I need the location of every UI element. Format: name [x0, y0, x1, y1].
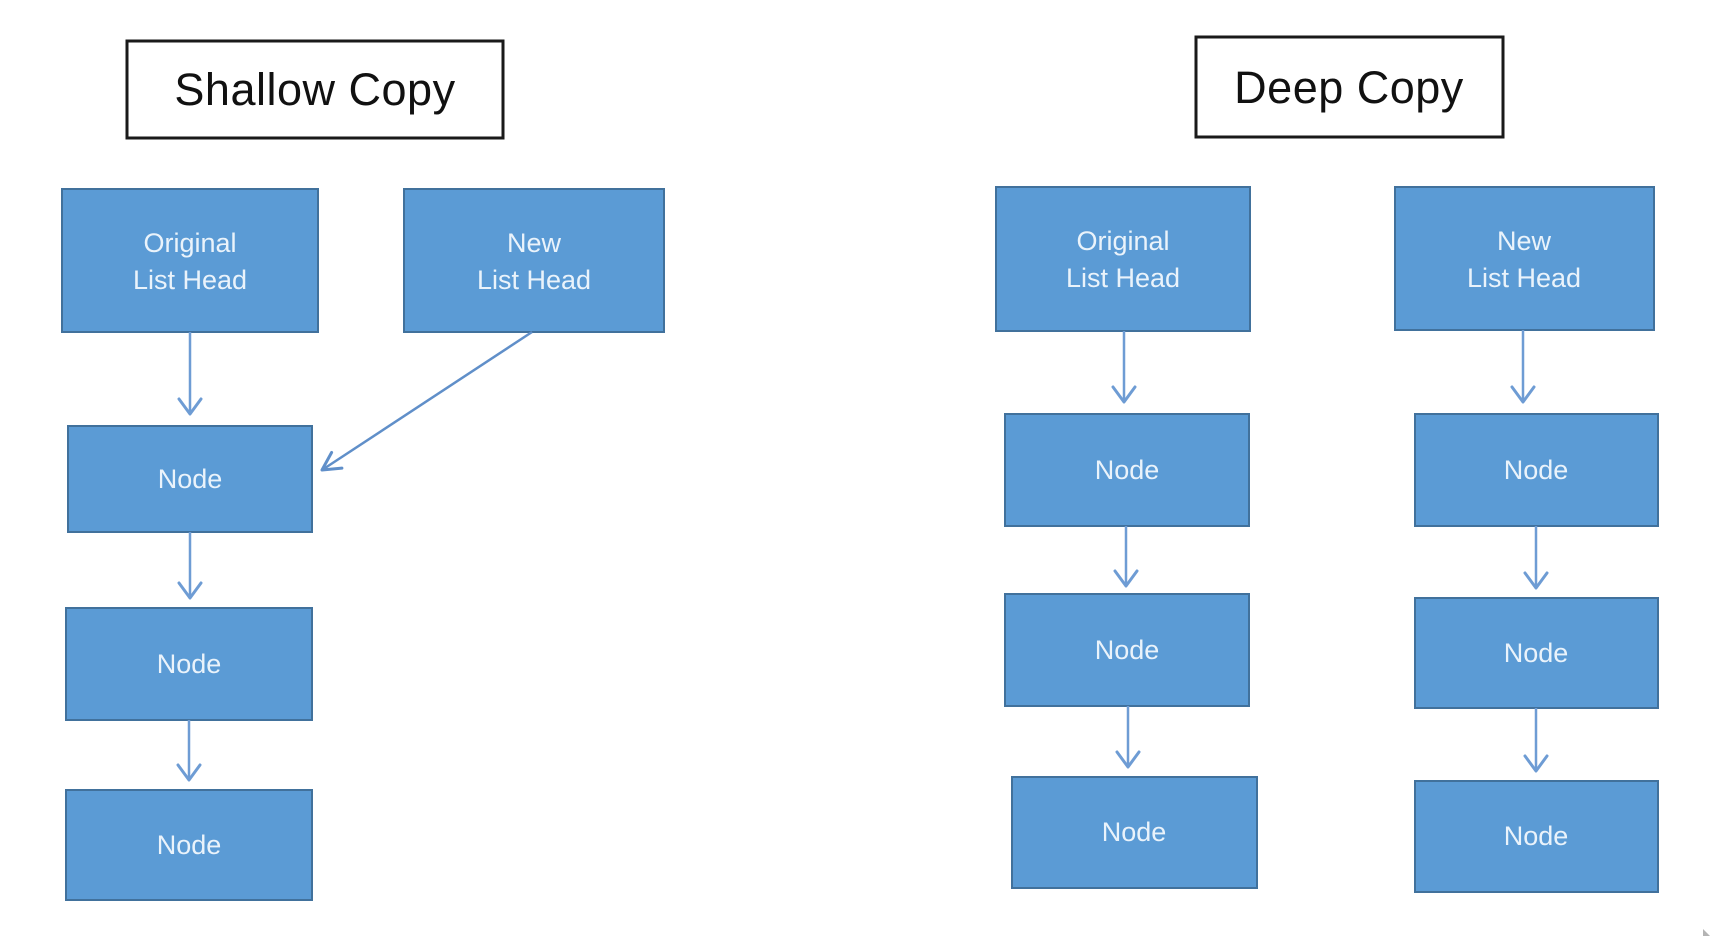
deep-new-node-3-label: Node [1504, 821, 1569, 851]
deep-new-node-2-box [1414, 597, 1659, 709]
down-arrow-icon [1113, 569, 1139, 588]
shallow-arrow-head-to-node1 [177, 332, 203, 416]
shallow-node-3-label: Node [157, 830, 222, 860]
shallow-node-1-box [67, 425, 313, 533]
shallow-new-list-head-label-line1: New [507, 228, 562, 258]
deep-new-arrow-head-to-node1 [1510, 330, 1536, 404]
corner-speck-artifact [1703, 929, 1710, 936]
shallow-original-list-head-box [61, 188, 319, 333]
shallow-copy-title-box [125, 39, 505, 140]
diagonal-arrow-icon [320, 451, 344, 472]
down-arrow-icon [176, 763, 202, 782]
deep-new-list-head-label-line2: List Head [1467, 263, 1581, 293]
deep-original-node-1-label: Node [1095, 455, 1160, 485]
shallow-new-list-head-label-line2: List Head [477, 265, 591, 295]
shallow-original-list-head-label-line1: Original [143, 228, 236, 258]
deep-new-node-3-box [1414, 780, 1659, 893]
shallow-node-1-label: Node [158, 464, 223, 494]
shallow-node-2-box [65, 607, 313, 721]
shallow-new-list-head-box [403, 188, 665, 333]
deep-copy-title: Deep Copy [1234, 62, 1464, 113]
deep-new-list-head-box [1394, 186, 1655, 331]
deep-original-node-2-box [1004, 593, 1250, 707]
down-arrow-icon [1523, 754, 1549, 773]
deep-original-arrow-head-to-node1 [1111, 331, 1137, 404]
down-arrow-icon [1111, 385, 1137, 404]
deep-new-node-2-label: Node [1504, 638, 1569, 668]
shallow-original-list-head-label-line2: List Head [133, 265, 247, 295]
shallow-copy-title: Shallow Copy [174, 64, 455, 115]
deep-new-node-1-label: Node [1504, 455, 1569, 485]
deep-original-list-head-box [995, 186, 1251, 332]
down-arrow-icon [1510, 385, 1536, 404]
shallow-node-3-box [65, 789, 313, 901]
down-arrow-icon [177, 397, 203, 416]
shallow-arrow-node1-to-node2 [177, 532, 203, 600]
deep-new-arrow-node2-to-node3 [1523, 708, 1549, 773]
shallow-node-2-label: Node [157, 649, 222, 679]
deep-original-node-3-box [1011, 776, 1258, 889]
deep-original-arrow-node2-to-node3 [1115, 706, 1141, 769]
shallow-diagonal-arrow-newhead-to-node1 [320, 330, 533, 472]
shallow-arrow-node2-to-node3 [176, 720, 202, 782]
down-arrow-icon [177, 581, 203, 600]
down-arrow-icon [1115, 750, 1141, 769]
deep-original-list-head-label-line1: Original [1076, 226, 1169, 256]
deep-copy-section: Deep Copy Original List Head New List He… [995, 35, 1659, 893]
deep-original-arrow-node1-to-node2 [1113, 526, 1139, 588]
down-arrow-icon [1523, 571, 1549, 590]
deep-new-node-1-box [1414, 413, 1659, 527]
shallow-copy-section: Shallow Copy Original List Head New List… [61, 39, 665, 901]
deep-original-node-3-label: Node [1102, 817, 1167, 847]
deep-original-node-1-box [1004, 413, 1250, 527]
deep-copy-title-box [1194, 35, 1505, 139]
deep-new-list-head-label-line1: New [1497, 226, 1552, 256]
deep-new-arrow-node1-to-node2 [1523, 526, 1549, 590]
deep-original-list-head-label-line2: List Head [1066, 263, 1180, 293]
deep-original-node-2-label: Node [1095, 635, 1160, 665]
